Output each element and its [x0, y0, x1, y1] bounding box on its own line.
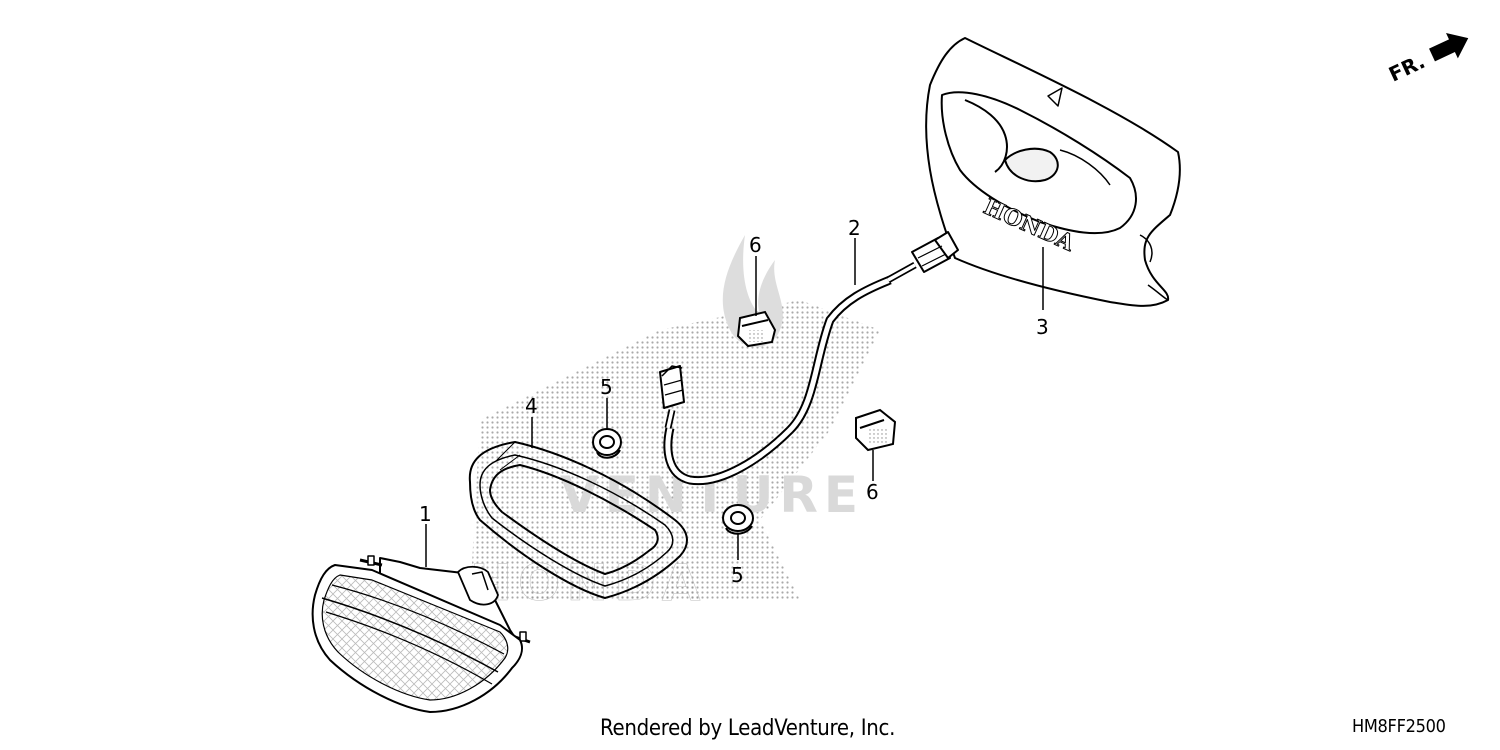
part-clip-lower	[855, 408, 897, 452]
part-gasket	[468, 441, 688, 599]
part-grommet-upper	[592, 428, 622, 459]
callout-2: 2	[848, 216, 861, 240]
render-credit: Rendered by LeadVenture, Inc.	[600, 716, 896, 741]
front-direction-indicator: FR.	[1385, 33, 1469, 87]
watermark: VENTURE HONDA	[470, 235, 880, 612]
watermark-brand-text: HONDA	[470, 554, 706, 612]
part-grommet-lower	[722, 504, 754, 535]
watermark-dot-field	[470, 300, 880, 600]
callout-1: 1	[419, 502, 432, 526]
front-label: FR.	[1385, 49, 1429, 86]
diagram-code: HM8FF2500	[1352, 716, 1446, 737]
callout-4: 4	[525, 394, 538, 418]
part-wire-harness	[659, 231, 959, 486]
callout-labels: 1 2 3 4 5 5 6 6	[419, 216, 1049, 587]
part-taillight	[311, 555, 531, 713]
front-arrow-icon	[1429, 33, 1469, 62]
callout-3: 3	[1036, 315, 1049, 339]
part-rear-case: HONDA	[925, 37, 1181, 307]
callout-6-upper: 6	[749, 233, 762, 257]
part-clip-upper	[736, 310, 777, 348]
callout-5-upper: 5	[600, 375, 613, 399]
callout-6-lower: 6	[866, 480, 879, 504]
callouts	[425, 238, 1044, 567]
callout-5-lower: 5	[731, 563, 744, 587]
